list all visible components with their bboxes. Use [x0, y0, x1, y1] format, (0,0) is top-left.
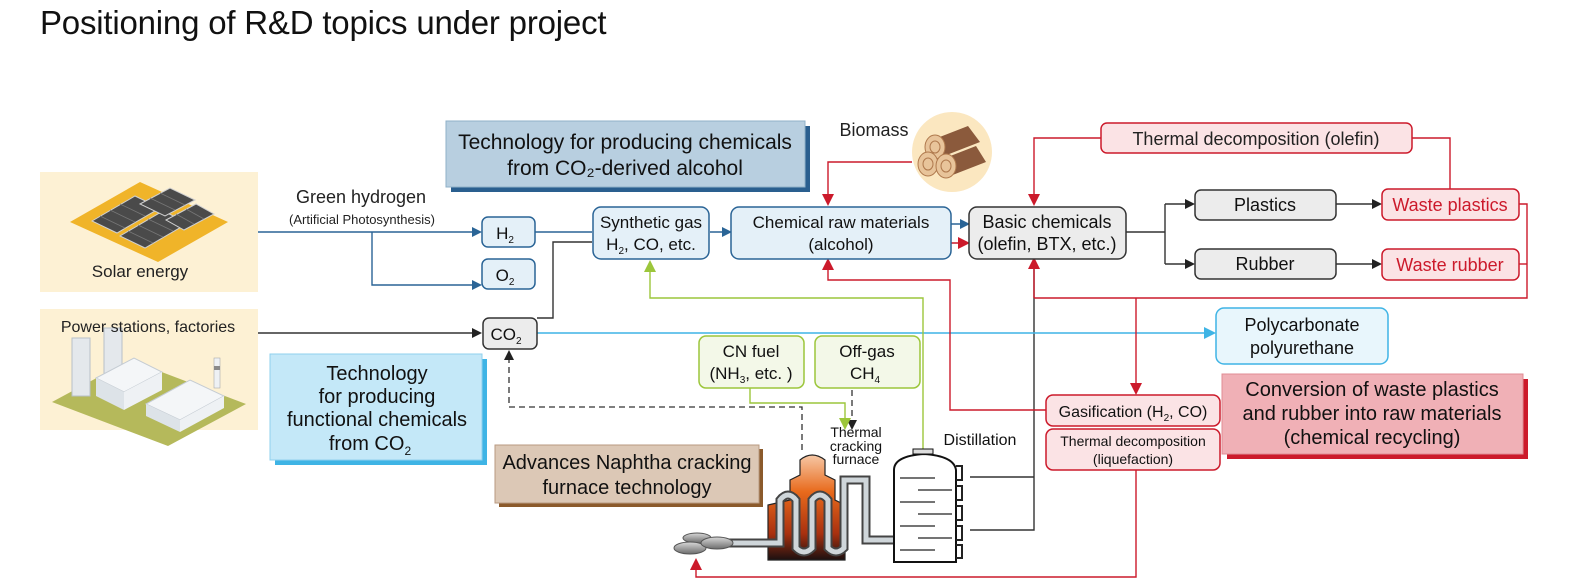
- topic-functional-line1: Technology: [326, 363, 427, 385]
- solar-energy-panel: Solar energy: [40, 172, 258, 292]
- svg-text:Plastics: Plastics: [1234, 195, 1296, 215]
- connectors-green: [644, 260, 924, 450]
- svg-text:(olefin, BTX, etc.): (olefin, BTX, etc.): [977, 234, 1116, 254]
- node-h2[interactable]: H2: [481, 216, 536, 248]
- topic-functional-chemicals[interactable]: Technology for producing functional chem…: [269, 353, 487, 465]
- svg-text:Gasification (H2, CO): Gasification (H2, CO): [1059, 404, 1208, 424]
- node-co2[interactable]: CO2: [482, 317, 538, 350]
- node-waste-plastics[interactable]: Waste plastics: [1381, 188, 1520, 221]
- biomass-label: Biomass: [839, 120, 908, 140]
- svg-text:furnace: furnace: [833, 451, 880, 467]
- topic-naphtha-line2: furnace technology: [542, 477, 711, 499]
- furnace-icon: [720, 454, 905, 561]
- svg-text:Off-gas: Off-gas: [839, 342, 894, 361]
- svg-text:cracking: cracking: [830, 438, 882, 454]
- topic-naphtha-line1: Advances Naphtha cracking: [502, 452, 751, 474]
- node-basic-chemicals[interactable]: Basic chemicals (olefin, BTX, etc.): [968, 206, 1127, 260]
- svg-text:Polycarbonate: Polycarbonate: [1244, 315, 1359, 335]
- node-chemical-raw-materials[interactable]: Chemical raw materials (alcohol): [730, 206, 952, 260]
- svg-text:(liquefaction): (liquefaction): [1093, 451, 1173, 467]
- svg-text:Waste plastics: Waste plastics: [1392, 195, 1507, 215]
- biomass: Biomass: [839, 112, 992, 192]
- topic-functional-line3: functional chemicals: [287, 409, 467, 431]
- green-hydrogen-label: Green hydrogen: [296, 187, 426, 207]
- node-off-gas[interactable]: Off-gas CH4: [814, 335, 921, 389]
- artificial-photosynthesis-label: (Artificial Photosynthesis): [289, 212, 435, 227]
- topic-functional-line4: from CO2: [329, 433, 412, 458]
- svg-text:O2: O2: [496, 266, 515, 288]
- pump-icon: [673, 532, 734, 555]
- node-cn-fuel[interactable]: CN fuel (NH3, etc. ): [698, 335, 805, 389]
- topic-recycling-line1: Conversion of waste plastics: [1245, 379, 1498, 401]
- connectors-dark: [258, 199, 1382, 531]
- svg-text:(NH3, etc. ): (NH3, etc. ): [709, 364, 792, 386]
- topic-co2-alcohol-line1: Technology for producing chemicals: [458, 131, 792, 154]
- solar-panel-icon: [70, 182, 228, 262]
- svg-text:polyurethane: polyurethane: [1250, 338, 1354, 358]
- node-thermal-decomposition-olefin[interactable]: Thermal decomposition (olefin): [1100, 122, 1413, 154]
- thermal-cracking-furnace: Thermal cracking furnace: [673, 424, 905, 561]
- topic-functional-line2: for producing: [319, 386, 436, 408]
- logs-icon: [912, 112, 992, 192]
- distillation-column: Distillation: [893, 432, 1017, 563]
- node-thermal-decomposition-liquefaction[interactable]: Thermal decomposition (liquefaction): [1045, 428, 1221, 471]
- connectors-dashed: [504, 350, 857, 450]
- svg-text:Distillation: Distillation: [944, 432, 1017, 449]
- svg-text:Thermal: Thermal: [830, 424, 881, 440]
- topic-co2-alcohol-line2: from CO₂-derived alcohol: [507, 157, 743, 180]
- page-title: Positioning of R&D topics under project: [40, 4, 607, 41]
- factory-icon: [52, 327, 246, 446]
- node-plastics[interactable]: Plastics: [1194, 189, 1337, 221]
- svg-text:Synthetic gas: Synthetic gas: [600, 213, 702, 232]
- topic-recycling-line2: and rubber into raw materials: [1242, 403, 1501, 425]
- topic-co2-alcohol[interactable]: Technology for producing chemicals from …: [445, 120, 810, 192]
- node-synthetic-gas[interactable]: Synthetic gas H2, CO, etc.: [592, 206, 710, 260]
- power-stations-panel: Power stations, factories: [40, 309, 258, 446]
- svg-text:Thermal decomposition (olefin): Thermal decomposition (olefin): [1132, 129, 1379, 149]
- node-polycarbonate-polyurethane[interactable]: Polycarbonate polyurethane: [1215, 307, 1389, 365]
- svg-text:CH4: CH4: [850, 364, 881, 386]
- svg-text:H2, CO, etc.: H2, CO, etc.: [606, 235, 696, 257]
- svg-text:CO2: CO2: [490, 325, 522, 347]
- svg-text:CN fuel: CN fuel: [723, 342, 780, 361]
- topic-chemical-recycling[interactable]: Conversion of waste plastics and rubber …: [1221, 373, 1528, 459]
- topic-recycling-line3: (chemical recycling): [1284, 427, 1461, 449]
- svg-text:H2: H2: [496, 224, 514, 246]
- svg-text:Chemical raw materials: Chemical raw materials: [753, 213, 930, 232]
- solar-energy-label: Solar energy: [92, 262, 189, 281]
- svg-text:Basic chemicals: Basic chemicals: [982, 212, 1111, 232]
- connectors-red: [690, 137, 1528, 578]
- node-rubber[interactable]: Rubber: [1194, 248, 1337, 280]
- power-stations-label: Power stations, factories: [61, 319, 235, 336]
- svg-text:Rubber: Rubber: [1235, 254, 1294, 274]
- node-o2[interactable]: O2: [481, 258, 536, 290]
- connectors-blue: [258, 219, 970, 290]
- svg-text:Waste rubber: Waste rubber: [1396, 255, 1503, 275]
- node-gasification[interactable]: Gasification (H2, CO): [1045, 394, 1221, 427]
- svg-text:Thermal decomposition: Thermal decomposition: [1060, 433, 1206, 449]
- node-waste-rubber[interactable]: Waste rubber: [1381, 248, 1520, 281]
- topic-naphtha-cracking[interactable]: Advances Naphtha cracking furnace techno…: [494, 444, 763, 507]
- svg-text:(alcohol): (alcohol): [808, 235, 873, 254]
- distillation-column-icon: [893, 448, 963, 563]
